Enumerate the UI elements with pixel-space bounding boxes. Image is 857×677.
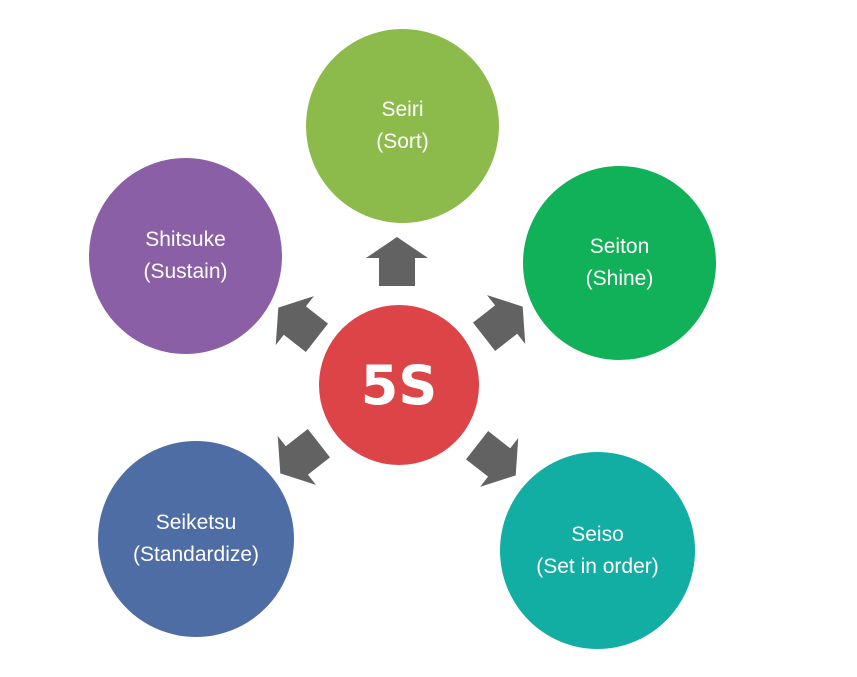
node-meaning: (Sustain) bbox=[143, 260, 228, 283]
center-5s-circle: 5S bbox=[319, 305, 479, 465]
center-label: 5S bbox=[360, 353, 438, 417]
arrow-down-right-icon bbox=[466, 431, 519, 487]
arrow-up-right-icon bbox=[473, 295, 526, 351]
node-meaning: (Standardize) bbox=[132, 543, 260, 566]
node-seiketsu: Seiketsu (Standardize) bbox=[98, 441, 294, 637]
node-name: Seiketsu bbox=[155, 511, 237, 534]
node-meaning: (Sort) bbox=[376, 130, 429, 153]
node-name: Shitsuke bbox=[145, 228, 226, 251]
node-meaning: (Shine) bbox=[585, 267, 654, 290]
node-seiri: Seiri (Sort) bbox=[306, 29, 499, 223]
node-shitsuke: Shitsuke (Sustain) bbox=[89, 158, 282, 354]
arrow-up-left-icon bbox=[275, 296, 328, 352]
node-seiton: Seiton (Shine) bbox=[523, 166, 716, 360]
node-seiso: Seiso (Set in order) bbox=[500, 452, 695, 649]
arrow-down-left-icon bbox=[277, 429, 330, 485]
node-meaning: (Set in order) bbox=[536, 554, 659, 578]
arrow-up-icon bbox=[366, 237, 428, 286]
node-name: Seiri bbox=[381, 98, 424, 121]
node-name: Seiso bbox=[571, 522, 624, 546]
node-name: Seiton bbox=[589, 235, 650, 258]
